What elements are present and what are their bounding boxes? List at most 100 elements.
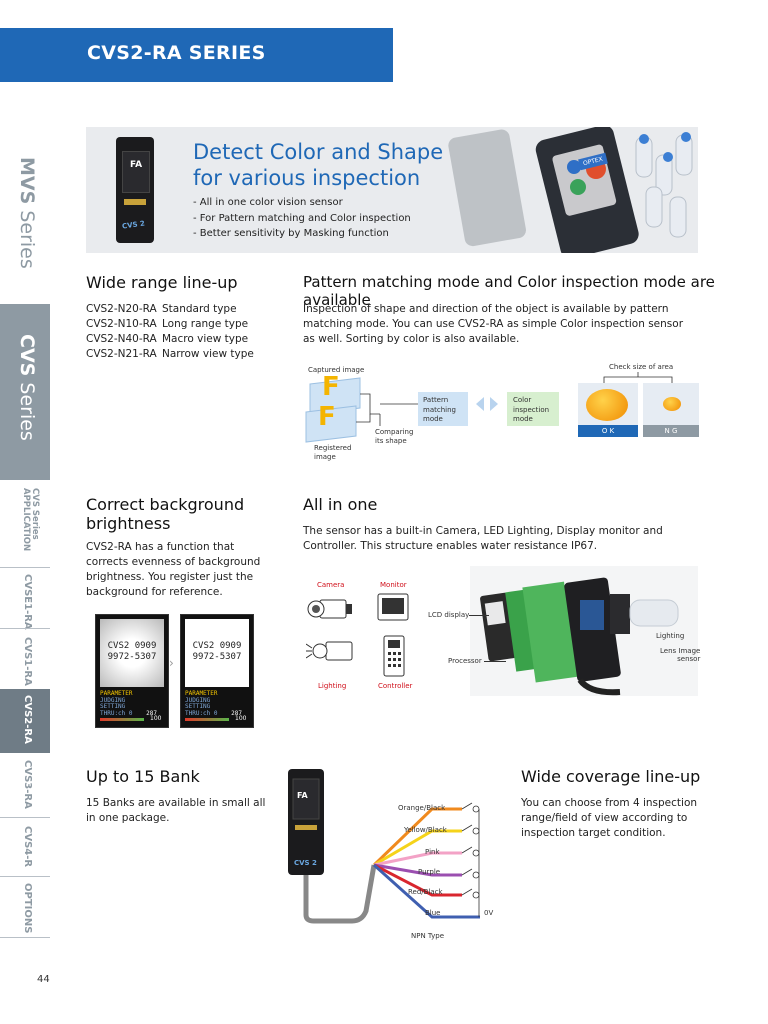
captured-letter: F (322, 372, 340, 402)
screen-value: 100 (235, 715, 247, 722)
side-tab-cvs3[interactable]: CVS3-RA (0, 753, 50, 817)
captured-label: Captured image (308, 366, 365, 374)
banner-title: Detect Color and Shape for various inspe… (193, 139, 443, 191)
device-label: CVS 2 (121, 219, 146, 231)
model-name: CVS2-N20-RA (86, 303, 157, 315)
background-title: Correct background brightness (86, 495, 244, 533)
mode-text: Pattern (423, 396, 449, 404)
coverage-text: You can choose from 4 inspection range/f… (521, 797, 698, 839)
monitor-label: Monitor (380, 581, 407, 589)
banner-product-image (448, 127, 693, 253)
lcd-label: LCD display (428, 611, 470, 619)
mvs-light: Series (16, 204, 38, 269)
lighting-label: Lighting (656, 632, 685, 640)
controller-label: Controller (378, 682, 413, 690)
components-diagram (306, 593, 409, 677)
tab-divider (0, 567, 50, 568)
screen-menu-item: THRU:ch 0 287 (100, 709, 157, 718)
options-label: OPTIONS (22, 883, 33, 934)
side-tab-application[interactable]: CVS Series APPLICATION (0, 484, 50, 566)
comparing-label-line: Comparing (375, 428, 414, 436)
svg-text:FA: FA (297, 791, 309, 800)
wiring-diagram: FA CVS 2 (288, 769, 480, 924)
pattern-mode-box: Pattern matching mode (418, 392, 468, 426)
background-title-line: brightness (86, 514, 171, 533)
screen-value: 287 (146, 709, 157, 717)
mvs-bold: MVS (16, 157, 38, 205)
device-indicator (124, 199, 146, 205)
screen-menu-item: JUDGING (185, 696, 211, 704)
cvs2-label: CVS2-RA (22, 695, 33, 744)
screen-menu: PARAMETER JUDGING SETTING THRU:ch 0 287 (100, 690, 157, 718)
model-type: Narrow view type (162, 348, 254, 360)
lineup-row: CVS2-N40-RA Macro view type (86, 332, 254, 347)
registered-label-line: Registered (314, 444, 352, 452)
screen-before: CVS2 0909 9972-5307 PARAMETER JUDGING SE… (95, 614, 169, 728)
pattern-diagram (305, 377, 418, 443)
mode-text: mode (423, 415, 443, 423)
screen-text: 9972-5307 (192, 652, 242, 662)
side-tab-mvs[interactable]: MVS Series (0, 120, 50, 298)
side-tab-cvs2-active[interactable]: CVS2-RA (0, 689, 50, 753)
svg-text:CVS 2: CVS 2 (294, 859, 317, 867)
cvs4-label: CVS4-R (22, 826, 33, 868)
side-navigation: MVS Series CVS Series CVS Series APPLICA… (0, 120, 50, 1020)
side-tab-cvs4[interactable]: CVS4-R (0, 818, 50, 876)
ok-badge: O K (578, 425, 638, 437)
series-title: CVS2-RA SERIES (87, 42, 266, 64)
model-name: CVS2-N40-RA (86, 333, 157, 345)
tab-divider (0, 876, 50, 877)
screen-level-bar (185, 718, 229, 721)
wire-line (373, 851, 462, 867)
screen-menu-item: PARAMETER (185, 690, 218, 697)
device-logo: FA (129, 160, 143, 170)
side-tab-options[interactable]: OPTIONS (0, 877, 50, 937)
screen-menu-item: PARAMETER (100, 690, 133, 697)
check-size-bracket (603, 372, 673, 385)
screen-text: CVS2 0909 (107, 641, 157, 651)
side-tab-cvse1[interactable]: CVSE1-RA (0, 568, 50, 630)
wire-label-pink: Pink (425, 848, 440, 856)
wire-label-yellow-black: Yellow/Black (404, 826, 447, 834)
banner-bullets: - All in one color vision sensor - For P… (193, 195, 411, 242)
cvs1-label: CVS1-RA (22, 637, 33, 686)
wire-line (373, 863, 462, 897)
screen-thru: THRU:ch 0 (185, 709, 218, 717)
registered-label-line: image (314, 453, 336, 461)
screen-menu-item: SETTING (185, 703, 211, 710)
mode-text: mode (513, 415, 533, 423)
cvs-bold: CVS (16, 334, 38, 377)
side-tab-cvs1[interactable]: CVS1-RA (0, 629, 50, 689)
screen-after-image: CVS2 0909 9972-5307 (185, 619, 249, 687)
device-display: FA (122, 151, 150, 193)
wire-line (372, 863, 480, 919)
wire-line (373, 863, 462, 877)
leader-line (484, 661, 506, 662)
small-object (663, 397, 681, 411)
wire-label-orange-black: Orange/Black (398, 804, 446, 812)
side-tab-cvs[interactable]: CVS Series (0, 304, 50, 480)
check-size-label: Check size of area (609, 363, 674, 371)
lineup-row: CVS2-N21-RA Narrow view type (86, 347, 254, 362)
ok-sample: O K (578, 383, 638, 437)
ng-sample: N G (643, 383, 699, 437)
wire-label-purple: Purple (418, 868, 441, 876)
banner-bullet: - Better sensitivity by Masking function (193, 228, 389, 239)
background-text: CVS2-RA has a function that corrects eve… (86, 541, 261, 598)
model-type: Macro view type (162, 333, 249, 345)
screen-after: CVS2 0909 9972-5307 PARAMETER JUDGING SE… (180, 614, 254, 728)
model-name: CVS2-N21-RA (86, 348, 157, 360)
allinone-text: The sensor has a built-in Camera, LED Li… (303, 525, 663, 552)
series-header-bar: CVS2-RA SERIES (0, 28, 393, 82)
mode-text: Color (513, 396, 532, 404)
screen-value: 100 (150, 715, 162, 722)
banner-title-line2: for various inspection (193, 166, 421, 190)
bank-title: Up to 15 Bank (86, 767, 200, 786)
bank-text: 15 Banks are available in small all in o… (86, 797, 266, 824)
screen-thru: THRU:ch 0 (100, 709, 133, 717)
npn-type-label: NPN Type (411, 932, 444, 940)
mode-text: matching (423, 405, 456, 414)
background-title-line: Correct background (86, 495, 245, 514)
screen-menu: PARAMETER JUDGING SETTING THRU:ch 0 287 (185, 690, 242, 717)
cvs-light: Series (16, 376, 38, 441)
